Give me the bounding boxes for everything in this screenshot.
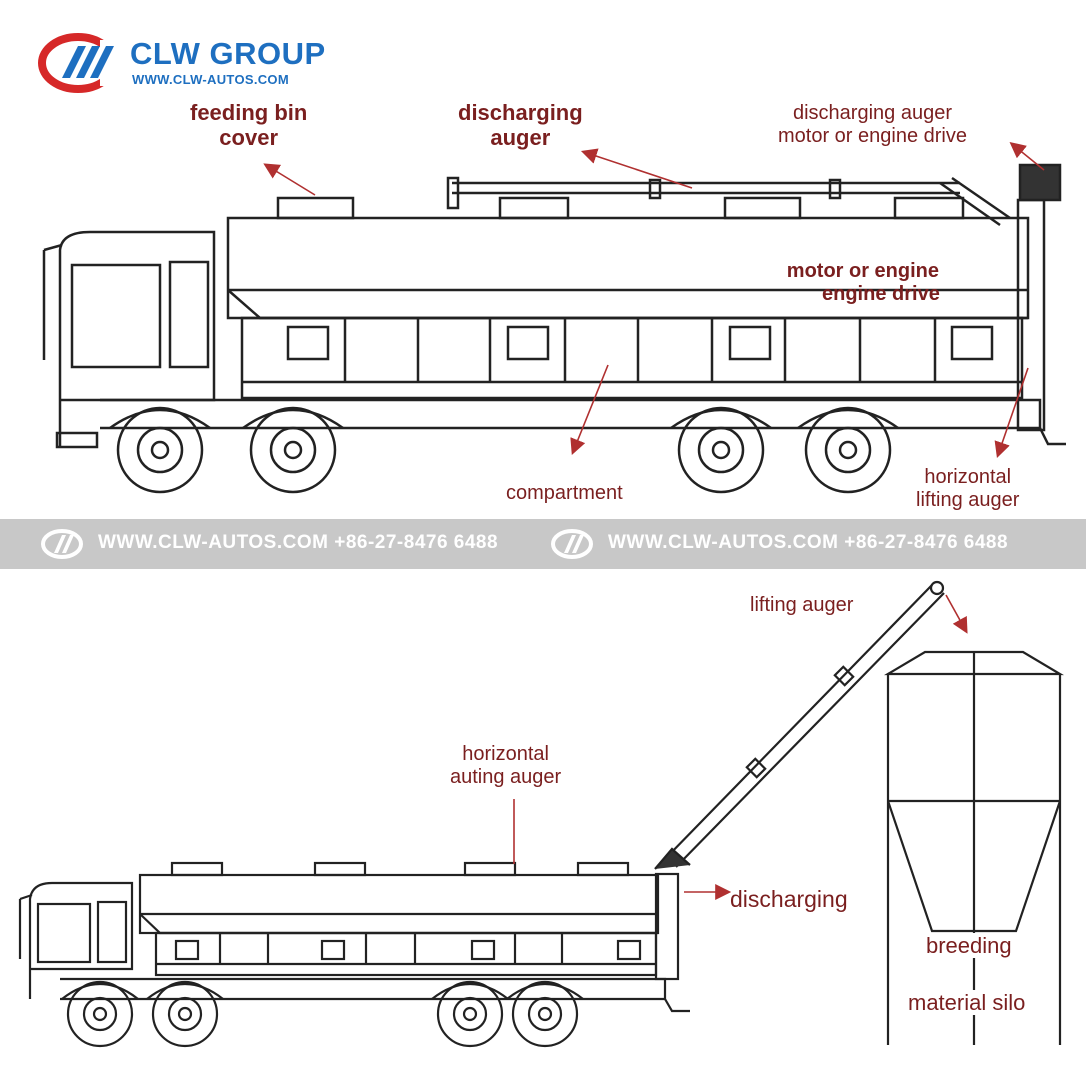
- brand-logo: CLW GROUP WWW.CLW-AUTOS.COM: [38, 30, 338, 96]
- watermark-text-2: WWW.CLW-AUTOS.COM +86-27-8476 6488: [608, 532, 1009, 553]
- material-silo-drawing: [883, 650, 1065, 1045]
- watermark-text-1: WWW.CLW-AUTOS.COM +86-27-8476 6488: [98, 532, 499, 553]
- label-discharging-auger: discharging auger: [458, 100, 583, 151]
- label-horizontal-lifting-auger: horizontal lifting auger: [916, 466, 1020, 511]
- brand-name: CLW GROUP: [130, 36, 326, 71]
- watermark-band: WWW.CLW-AUTOS.COM +86-27-8476 6488 WWW.C…: [0, 519, 1086, 569]
- label-breeding: breeding: [924, 933, 1014, 959]
- label-discharging-auger-motor: discharging auger motor or engine drive: [778, 102, 967, 147]
- label-compartment: compartment: [506, 482, 623, 504]
- bottom-cab: [28, 881, 134, 999]
- label-lifting-auger: lifting auger: [750, 594, 854, 616]
- watermark-logo-icon: [551, 529, 593, 559]
- top-compartment-frame: [240, 316, 1024, 400]
- top-truck-drawing: [42, 141, 1066, 494]
- bottom-arrows: [513, 594, 968, 900]
- label-discharging: discharging: [730, 886, 848, 912]
- top-arrows: [263, 141, 1045, 459]
- top-cab-door: [168, 260, 210, 369]
- watermark-logo-icon: [41, 529, 83, 559]
- label-feeding-bin-cover: feeding bin cover: [190, 100, 308, 151]
- bottom-tank: [138, 873, 660, 935]
- top-cab-window: [70, 263, 162, 369]
- brand-url: WWW.CLW-AUTOS.COM: [132, 72, 289, 87]
- label-horizontal-auting-auger: horizontal auting auger: [450, 743, 562, 788]
- top-wheels: [116, 406, 892, 494]
- top-cab: [58, 230, 216, 448]
- label-material-silo: material silo: [906, 990, 1028, 1016]
- label-motor-engine-drive: motor or engine engine drive: [786, 260, 940, 305]
- bottom-truck-drawing: [18, 580, 1065, 1048]
- clw-logo-icon: [38, 33, 126, 93]
